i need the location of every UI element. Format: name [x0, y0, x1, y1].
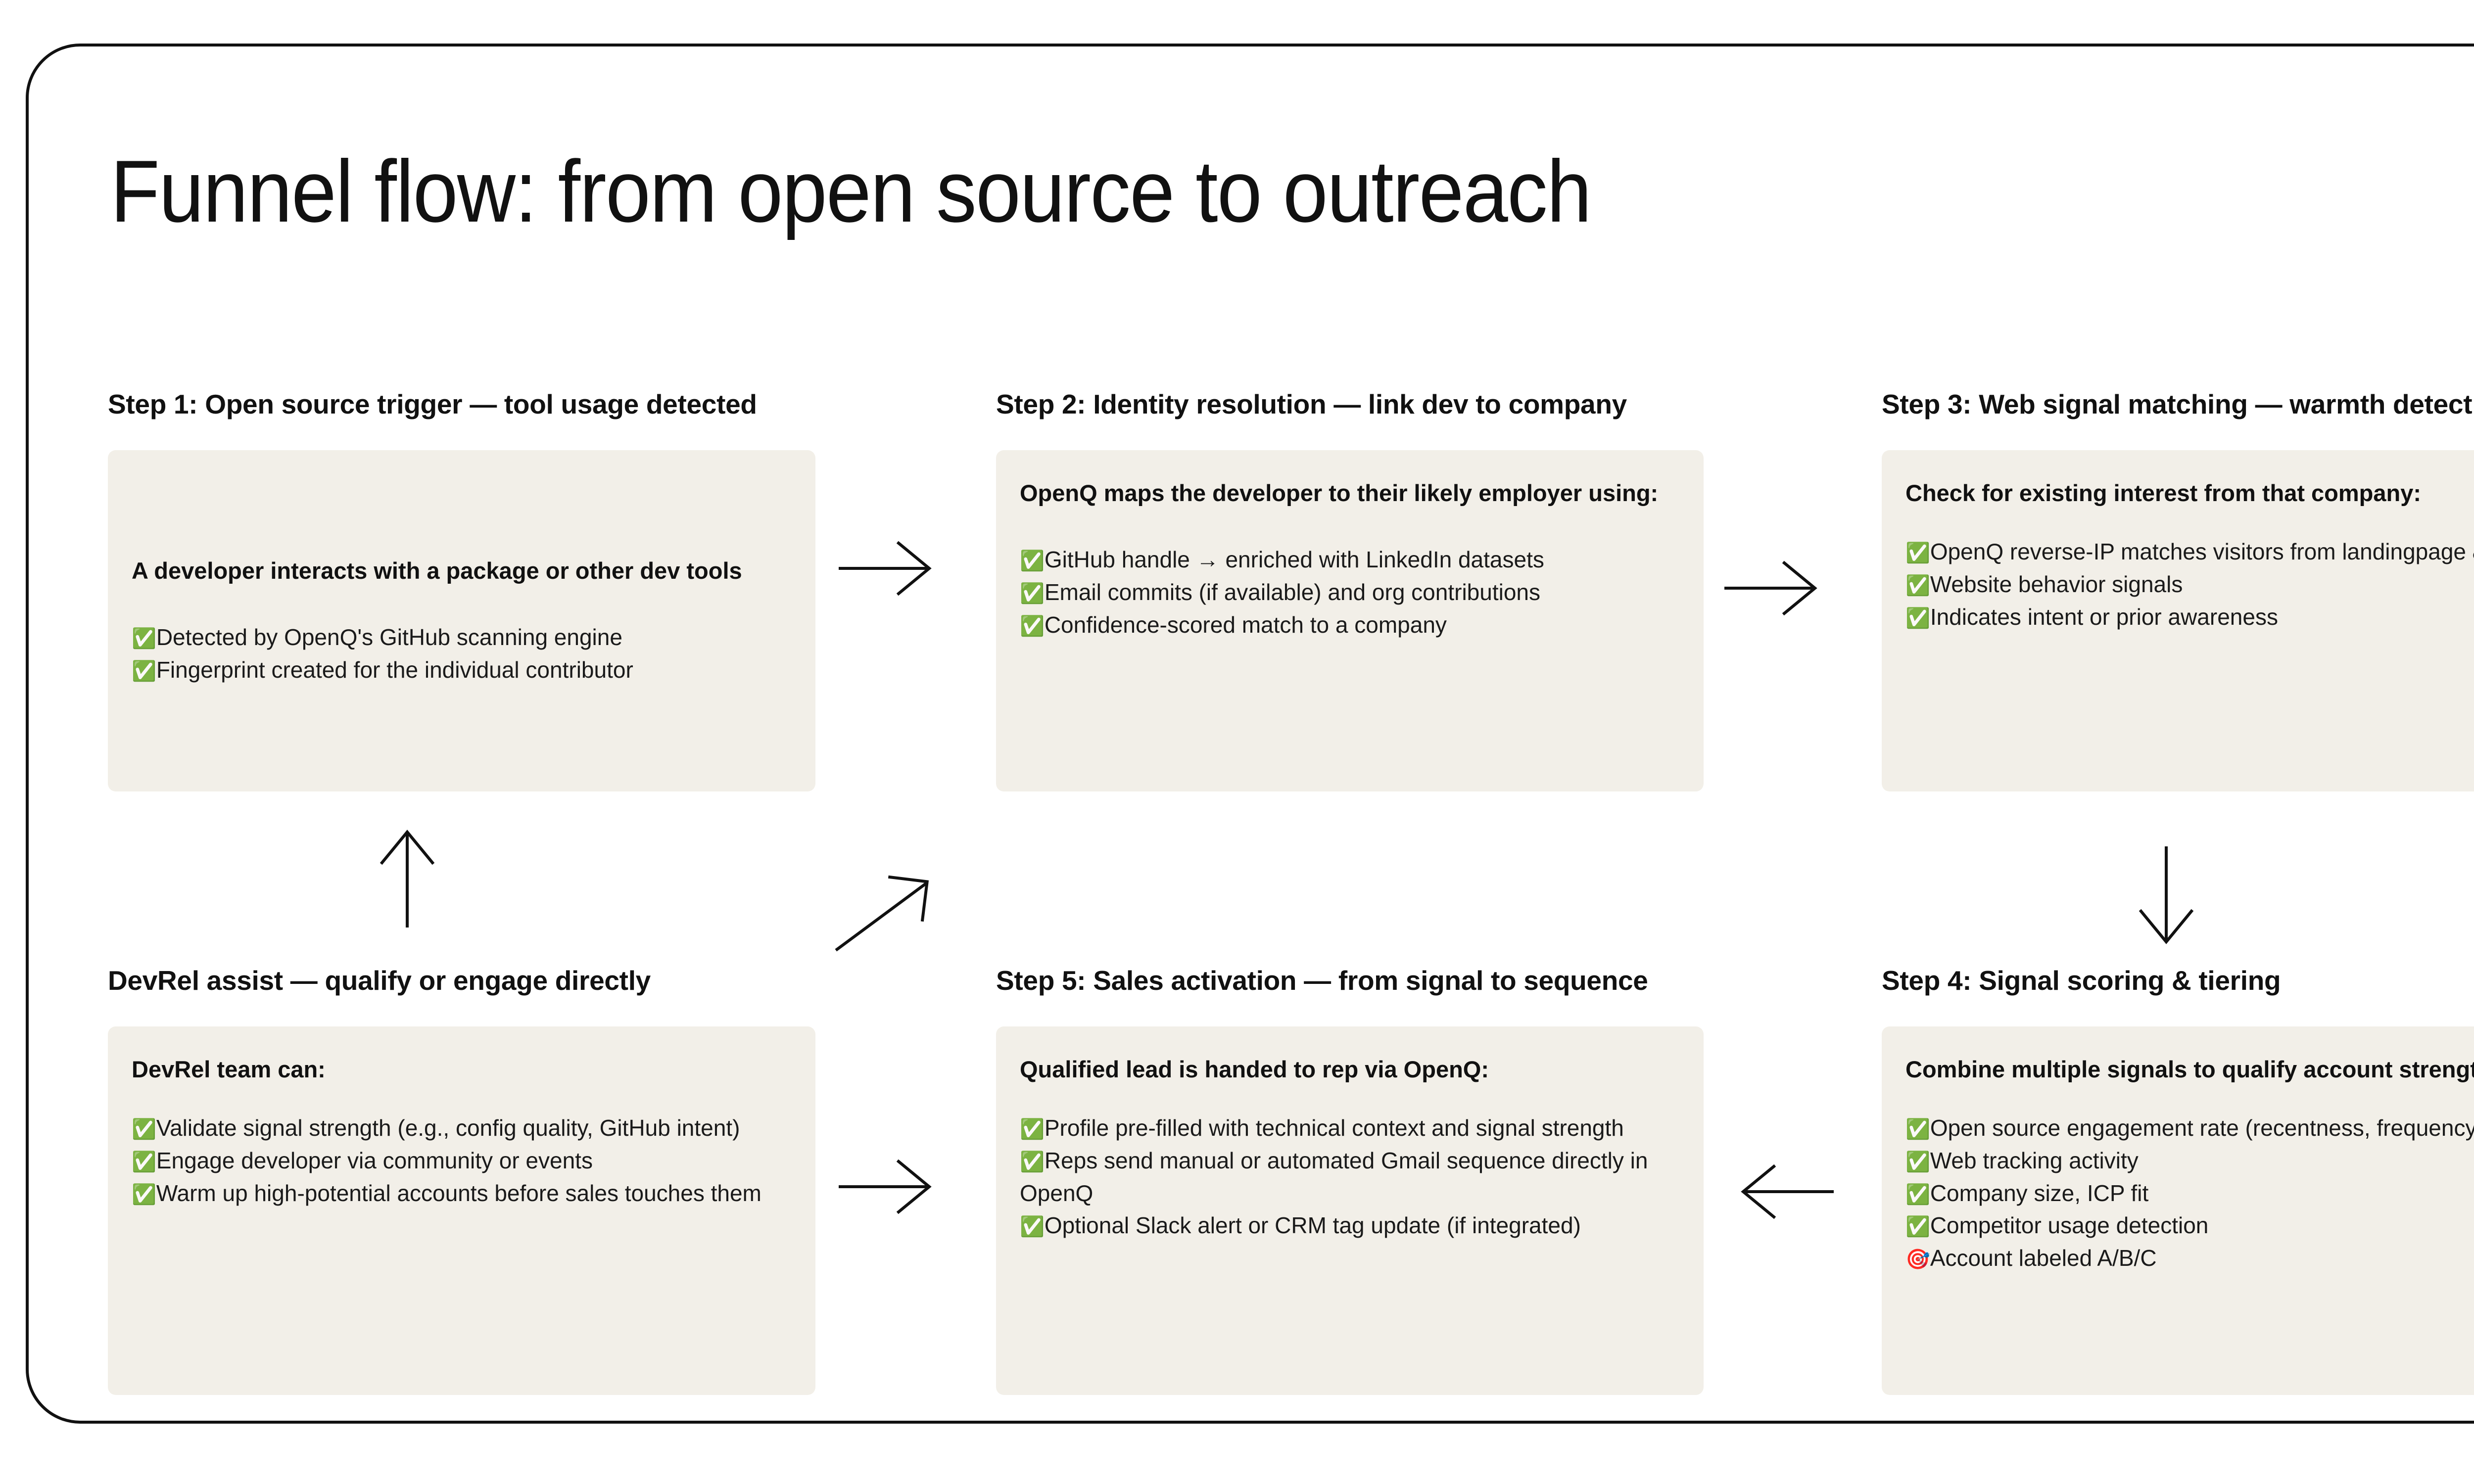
step-4-heading: Step 4: Signal scoring & tiering [1882, 965, 2281, 996]
step-5-card: Qualified lead is handed to rep via Open… [996, 1026, 1704, 1395]
arrow-right-devrel-to-step5 [839, 1155, 934, 1219]
check-icon: ✅ [132, 1183, 156, 1206]
check-icon: ✅ [1905, 542, 1930, 565]
bullet-text: Account labeled A/B/C [1930, 1245, 2157, 1271]
step-2-bullet-list: ✅GitHub handle → enriched with LinkedIn … [1020, 544, 1680, 641]
step-3-column: Step 3: Web signal matching — warmth det… [1882, 388, 2474, 791]
list-item: ✅Profile pre-filled with technical conte… [1020, 1112, 1680, 1145]
list-item: ✅Web tracking activity [1905, 1145, 2474, 1177]
bullet-text: Company size, ICP fit [1930, 1180, 2149, 1206]
list-item: ✅Warm up high-potential accounts before … [132, 1177, 792, 1210]
step-5-heading: Step 5: Sales activation — from signal t… [996, 965, 1648, 996]
arrow-diagonal-step5-to-step2 [835, 870, 937, 959]
bullet-text: Warm up high-potential accounts before s… [156, 1180, 761, 1206]
check-icon: ✅ [132, 659, 156, 683]
list-item: ✅Fingerprint created for the individual … [132, 654, 792, 687]
arrow-up-devrel-to-step1 [375, 827, 439, 928]
devrel-bullet-list: ✅Validate signal strength (e.g., config … [132, 1112, 792, 1209]
list-item: ✅Engage developer via community or event… [132, 1145, 792, 1177]
step-4-column: Step 4: Signal scoring & tiering Combine… [1882, 964, 2474, 1395]
step-1-card-title: A developer interacts with a package or … [132, 557, 742, 584]
step-5-bullet-list: ✅Profile pre-filled with technical conte… [1020, 1112, 1680, 1242]
list-item: ✅GitHub handle → enriched with LinkedIn … [1020, 544, 1680, 576]
bullet-text: Open source engagement rate (recentness,… [1930, 1115, 2474, 1141]
check-icon: ✅ [1020, 550, 1045, 573]
step-4-card: Combine multiple signals to qualify acco… [1882, 1026, 2474, 1395]
bullet-text: Profile pre-filled with technical contex… [1044, 1115, 1624, 1141]
arrow-right-step1-to-step2 [839, 536, 934, 601]
bullet-text: Competitor usage detection [1930, 1212, 2209, 1239]
bullet-text: Validate signal strength (e.g., config q… [156, 1115, 740, 1141]
list-item: ✅Open source engagement rate (recentness… [1905, 1112, 2474, 1145]
list-item: ✅Reps send manual or automated Gmail seq… [1020, 1145, 1680, 1210]
step-4-bullet-list: ✅Open source engagement rate (recentness… [1905, 1112, 2474, 1275]
bullet-text: Indicates intent or prior awareness [1930, 603, 2278, 630]
step-4-card-title: Combine multiple signals to qualify acco… [1905, 1056, 2474, 1082]
list-item: ✅Detected by OpenQ's GitHub scanning eng… [132, 621, 792, 654]
arrow-down-step3-to-step4 [2134, 846, 2198, 947]
step-2-card-title: OpenQ maps the developer to their likely… [1020, 480, 1659, 506]
list-item: ✅Validate signal strength (e.g., config … [132, 1112, 792, 1145]
check-icon: ✅ [1020, 1215, 1045, 1239]
check-icon: ✅ [1905, 1183, 1930, 1206]
bullet-text: Optional Slack alert or CRM tag update (… [1044, 1212, 1581, 1239]
step-3-card-title: Check for existing interest from that co… [1905, 480, 2422, 506]
list-item: ✅OpenQ reverse-IP matches visitors from … [1905, 536, 2474, 568]
arrow-left-step4-to-step5 [1738, 1159, 1834, 1224]
list-item: ✅Email commits (if available) and org co… [1020, 576, 1680, 609]
check-icon: ✅ [1020, 582, 1045, 605]
arrow-right-step2-to-step3 [1724, 556, 1820, 620]
list-item: ✅Indicates intent or prior awareness [1905, 601, 2474, 634]
list-item: ✅Competitor usage detection [1905, 1209, 2474, 1242]
check-icon: ✅ [132, 1150, 156, 1173]
check-icon: ✅ [1905, 1118, 1930, 1141]
bullet-text: Website behavior signals [1930, 571, 2183, 597]
step-5-card-title: Qualified lead is handed to rep via Open… [1020, 1056, 1489, 1082]
bullet-text: Web tracking activity [1930, 1147, 2139, 1173]
bullet-text: Reps send manual or automated Gmail sequ… [1020, 1147, 1648, 1206]
step-3-card: Check for existing interest from that co… [1882, 450, 2474, 791]
check-icon: ✅ [132, 627, 156, 650]
step-1-column: Step 1: Open source trigger — tool usage… [108, 388, 815, 791]
devrel-column: DevRel assist — qualify or engage direct… [108, 964, 815, 1395]
target-icon: 🎯 [1905, 1248, 1930, 1271]
list-item: ✅Confidence-scored match to a company [1020, 609, 1680, 642]
bullet-text: Fingerprint created for the individual c… [156, 656, 633, 683]
step-5-column: Step 5: Sales activation — from signal t… [996, 964, 1704, 1395]
step-2-column: Step 2: Identity resolution — link dev t… [996, 388, 1704, 791]
check-icon: ✅ [1905, 1150, 1930, 1173]
step-3-bullet-list: ✅OpenQ reverse-IP matches visitors from … [1905, 536, 2474, 633]
devrel-card: DevRel team can: ✅Validate signal streng… [108, 1026, 815, 1395]
check-icon: ✅ [1020, 1118, 1045, 1141]
check-icon: ✅ [1905, 1215, 1930, 1239]
step-1-heading: Step 1: Open source trigger — tool usage… [108, 389, 757, 419]
bullet-text: OpenQ reverse-IP matches visitors from l… [1930, 539, 2474, 565]
step-2-card: OpenQ maps the developer to their likely… [996, 450, 1704, 791]
list-item: ✅Optional Slack alert or CRM tag update … [1020, 1209, 1680, 1242]
check-icon: ✅ [1905, 606, 1930, 630]
check-icon: ✅ [1905, 574, 1930, 597]
devrel-card-title: DevRel team can: [132, 1056, 326, 1082]
bullet-text: Email commits (if available) and org con… [1044, 579, 1540, 605]
list-item: 🎯Account labeled A/B/C [1905, 1242, 2474, 1275]
devrel-heading: DevRel assist — qualify or engage direct… [108, 965, 651, 996]
check-icon: ✅ [1020, 1150, 1045, 1173]
list-item: ✅Website behavior signals [1905, 568, 2474, 601]
step-1-card: A developer interacts with a package or … [108, 450, 815, 791]
check-icon: ✅ [1020, 614, 1045, 638]
step-3-heading: Step 3: Web signal matching — warmth det… [1882, 389, 2474, 419]
bullet-text: Confidence-scored match to a company [1044, 611, 1447, 638]
bullet-text: Detected by OpenQ's GitHub scanning engi… [156, 624, 622, 650]
bullet-text: Engage developer via community or events [156, 1147, 593, 1173]
bullet-text: GitHub handle → enriched with LinkedIn d… [1044, 547, 1544, 573]
step-2-heading: Step 2: Identity resolution — link dev t… [996, 389, 1627, 419]
diagram-frame: Funnel flow: from open source to outreac… [26, 44, 2474, 1424]
check-icon: ✅ [132, 1118, 156, 1141]
page-title: Funnel flow: from open source to outreac… [110, 142, 1592, 240]
list-item: ✅Company size, ICP fit [1905, 1177, 2474, 1210]
step-1-bullet-list: ✅Detected by OpenQ's GitHub scanning eng… [132, 621, 792, 687]
